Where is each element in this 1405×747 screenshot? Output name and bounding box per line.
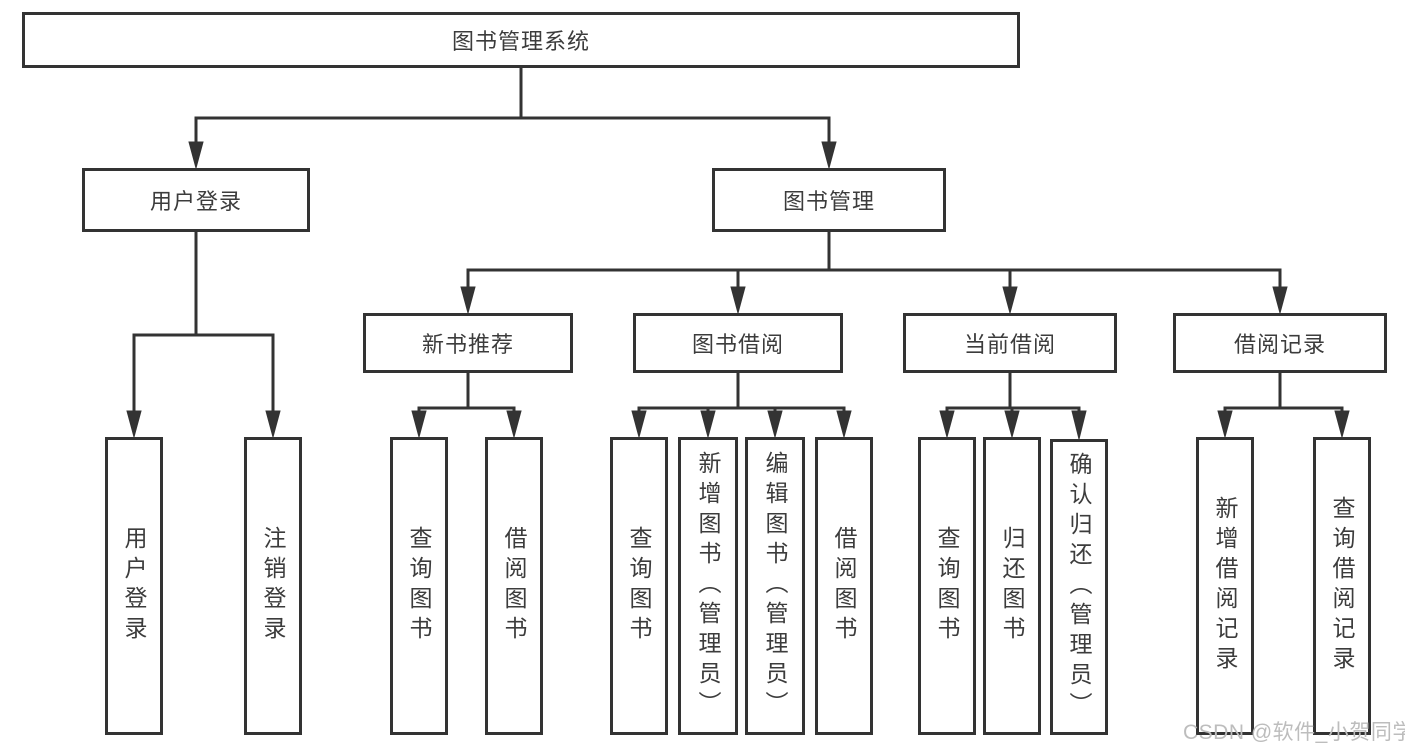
leaf-return-books: 归还图书 [983,437,1041,735]
node-book-borrow-label: 图书借阅 [691,332,784,357]
node-borrow-records: 借阅记录 [1173,313,1387,373]
leaf-edit-book-admin: 编辑图书（管理员） [745,437,805,735]
leaf-user-login: 用户登录 [105,437,163,735]
leaf-query-books-recommend-label: 查询图书 [406,526,432,646]
node-new-book-recommend: 新书推荐 [363,313,573,373]
leaf-query-borrow-record-label: 查询借阅记录 [1329,496,1355,676]
leaf-logout-label: 注销登录 [260,526,286,646]
leaf-borrow-books-borrow-label: 借阅图书 [831,526,857,646]
leaf-query-books-borrow-label: 查询图书 [626,526,652,646]
node-user-login: 用户登录 [82,168,310,232]
leaf-edit-book-admin-label: 编辑图书（管理员） [762,451,788,721]
leaf-query-books-current-label: 查询图书 [934,526,960,646]
node-root-label: 图书管理系统 [451,29,590,54]
node-book-borrow: 图书借阅 [633,313,843,373]
leaf-add-book-admin: 新增图书（管理员） [678,437,738,735]
leaf-borrow-books-recommend: 借阅图书 [485,437,543,735]
leaf-add-borrow-record-label: 新增借阅记录 [1212,496,1238,676]
node-book-management-label: 图书管理 [782,189,875,214]
leaf-query-books-current: 查询图书 [918,437,976,735]
leaf-borrow-books-borrow: 借阅图书 [815,437,873,735]
leaf-query-borrow-record: 查询借阅记录 [1313,437,1371,735]
leaf-query-books-recommend: 查询图书 [390,437,448,735]
watermark: CSDN @软件_小贺同学 [1183,721,1405,744]
node-current-borrow-label: 当前借阅 [963,332,1056,357]
leaf-query-books-borrow: 查询图书 [610,437,668,735]
leaf-add-borrow-record: 新增借阅记录 [1196,437,1254,735]
node-root: 图书管理系统 [22,12,1020,68]
leaf-user-login-label: 用户登录 [121,526,147,646]
leaf-borrow-books-recommend-label: 借阅图书 [501,526,527,646]
node-borrow-records-label: 借阅记录 [1233,332,1326,357]
node-new-book-recommend-label: 新书推荐 [421,332,514,357]
leaf-logout: 注销登录 [244,437,302,735]
node-user-login-label: 用户登录 [149,189,242,214]
leaf-confirm-return-admin: 确认归还（管理员） [1050,439,1108,735]
leaf-return-books-label: 归还图书 [999,526,1025,646]
node-current-borrow: 当前借阅 [903,313,1117,373]
leaf-confirm-return-admin-label: 确认归还（管理员） [1066,452,1092,722]
leaf-add-book-admin-label: 新增图书（管理员） [695,451,721,721]
node-book-management: 图书管理 [712,168,946,232]
